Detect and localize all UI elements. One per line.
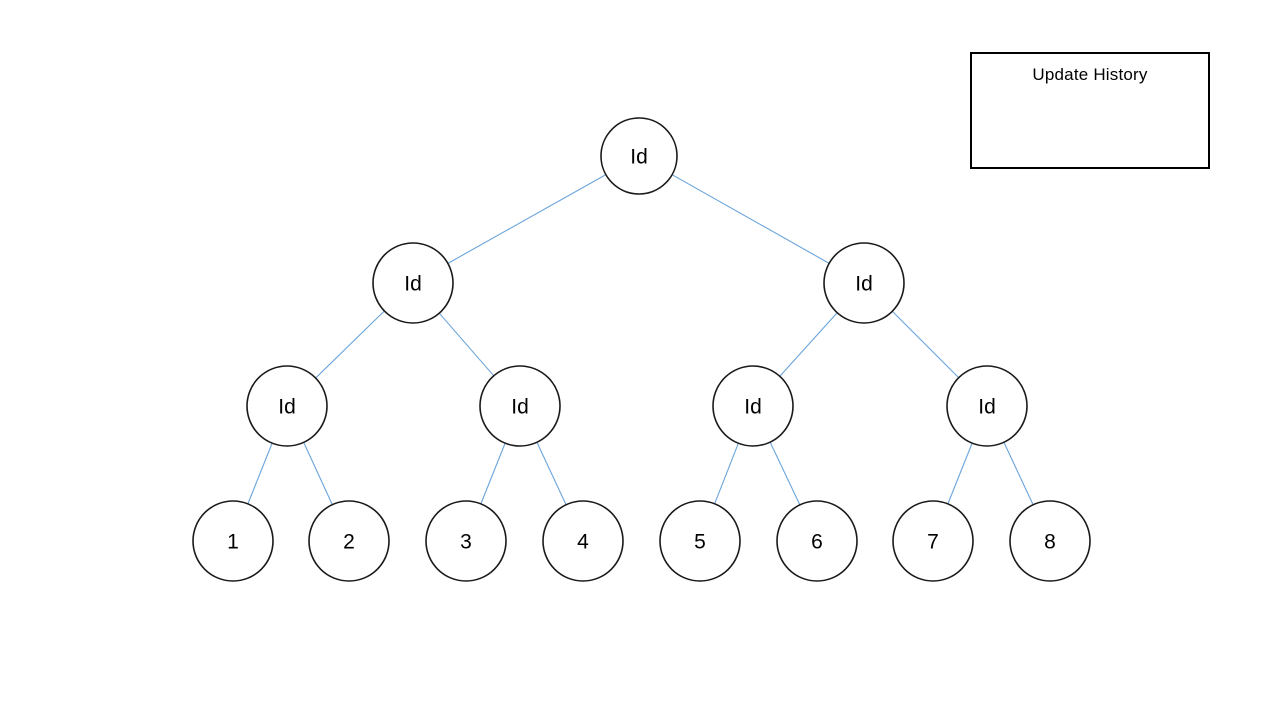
tree-edge: [671, 174, 830, 264]
tree-node-label: Id: [978, 396, 996, 419]
tree-node-circle[interactable]: [659, 500, 741, 582]
tree-node-label: 4: [577, 531, 589, 554]
tree-edge: [1003, 442, 1034, 505]
tree-node-circle[interactable]: [1009, 500, 1091, 582]
tree-edge: [438, 312, 495, 377]
tree-node-circle[interactable]: [892, 500, 974, 582]
tree-node-circle[interactable]: [308, 500, 390, 582]
tree-node-circle[interactable]: [712, 365, 794, 447]
tree-edge: [779, 312, 838, 377]
tree-node-circle[interactable]: [946, 365, 1028, 447]
tree-edge: [480, 442, 506, 505]
tree-node-label: 3: [460, 531, 472, 554]
tree-edge: [769, 441, 801, 506]
tree-node[interactable]: Id: [823, 242, 905, 324]
tree-node-circle[interactable]: [425, 500, 507, 582]
tree-node[interactable]: 3: [425, 500, 507, 582]
tree-edge: [315, 310, 385, 379]
tree-node-circle[interactable]: [600, 117, 678, 195]
tree-node-label: 1: [227, 531, 239, 554]
tree-node-label: 6: [811, 531, 823, 554]
tree-edge: [714, 443, 739, 504]
tree-node-label: 2: [343, 531, 355, 554]
tree-node-circle[interactable]: [372, 242, 454, 324]
tree-node[interactable]: Id: [946, 365, 1028, 447]
tree-node[interactable]: 1: [192, 500, 274, 582]
tree-node-label: Id: [404, 273, 422, 296]
tree-node[interactable]: 5: [659, 500, 741, 582]
tree-node[interactable]: 2: [308, 500, 390, 582]
tree-node-label: Id: [630, 146, 648, 169]
update-history-box: Update History: [970, 52, 1210, 169]
tree-node-circle[interactable]: [542, 500, 624, 582]
tree-node[interactable]: 8: [1009, 500, 1091, 582]
tree-node[interactable]: Id: [479, 365, 561, 447]
tree-node-label: 5: [694, 531, 706, 554]
tree-edge: [891, 310, 960, 379]
tree-node[interactable]: Id: [246, 365, 328, 447]
tree-node[interactable]: 7: [892, 500, 974, 582]
tree-node-circle[interactable]: [192, 500, 274, 582]
tree-node-circle[interactable]: [823, 242, 905, 324]
tree-node-label: 7: [927, 531, 939, 554]
tree-node[interactable]: Id: [712, 365, 794, 447]
tree-edge: [447, 174, 607, 264]
tree-node[interactable]: 6: [776, 500, 858, 582]
tree-node[interactable]: Id: [372, 242, 454, 324]
tree-node-label: Id: [855, 273, 873, 296]
tree-node-label: Id: [278, 396, 296, 419]
tree-node-circle[interactable]: [776, 500, 858, 582]
tree-node-circle[interactable]: [246, 365, 328, 447]
tree-edges-group: [247, 174, 1034, 506]
tree-edge: [303, 442, 333, 505]
tree-node-label: 8: [1044, 531, 1056, 554]
tree-node-label: Id: [511, 396, 529, 419]
tree-edge: [536, 442, 567, 505]
tree-node-circle[interactable]: [479, 365, 561, 447]
tree-node[interactable]: 4: [542, 500, 624, 582]
tree-node[interactable]: Id: [600, 117, 678, 195]
tree-edge: [247, 442, 273, 505]
tree-node-label: Id: [744, 396, 762, 419]
tree-edge: [947, 442, 973, 505]
update-history-title: Update History: [1032, 65, 1148, 84]
